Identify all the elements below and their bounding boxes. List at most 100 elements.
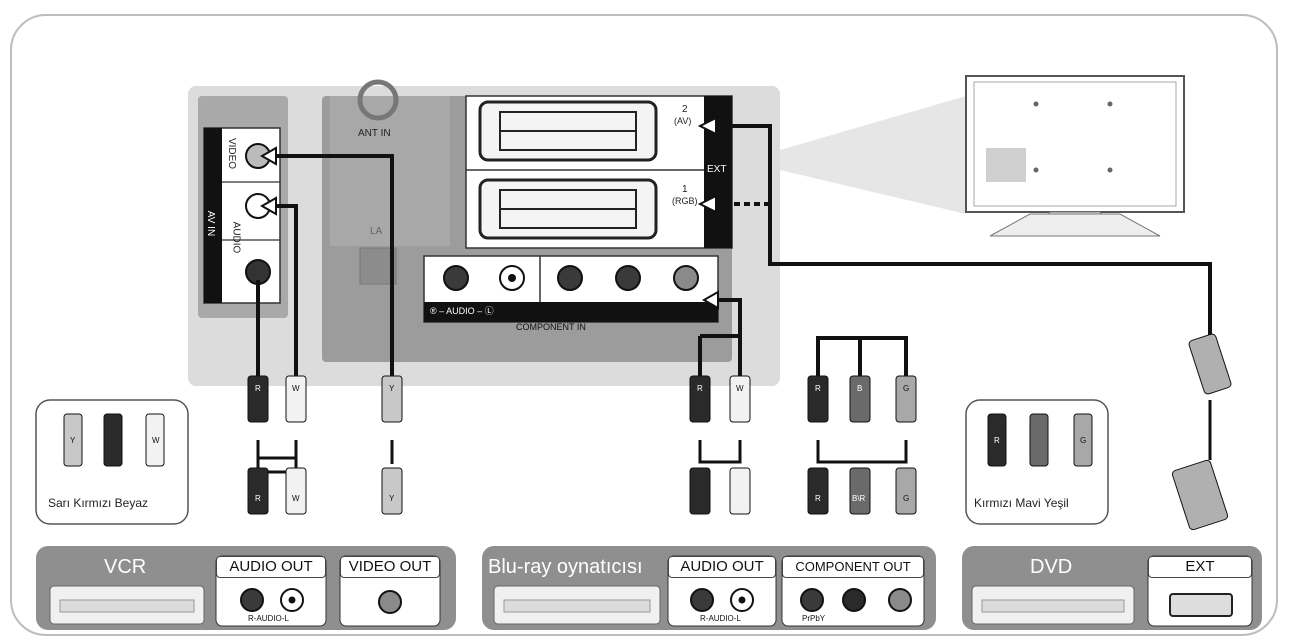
legend-plug-blue (1029, 413, 1049, 467)
legend-letter-g: G (1080, 436, 1087, 445)
bd-audio-l-core (738, 596, 746, 604)
tv-screw-4 (1107, 167, 1113, 173)
scart-plug-upper (1188, 333, 1232, 395)
cable-vcr-mid (256, 440, 298, 460)
tv-inner (973, 81, 1177, 207)
comp-pb-port (615, 265, 641, 291)
legend-right-text: Kırmızı Mavi Yeşil (974, 496, 1069, 510)
cable-bd-comp-mid (816, 440, 908, 464)
cable-scart (714, 124, 1212, 336)
ant-in-port (357, 79, 399, 121)
lower-plugs (247, 459, 1229, 531)
arrow-scart-1 (697, 194, 717, 214)
cable-video (266, 154, 394, 382)
comp-audio-l-core (508, 274, 516, 282)
lan-label: LA (370, 226, 383, 237)
vcr-audio-r-out (240, 588, 264, 612)
plug-bd-g-lower (895, 467, 917, 515)
plug-bd-g-upper (895, 375, 917, 423)
plug-vcr-w-lower (285, 467, 307, 515)
bd-comp-sub: PrPbY (802, 614, 826, 623)
plug-vcr-r-lower (247, 467, 269, 515)
plug-bd-w-upper (729, 375, 751, 423)
bd-y-out (888, 588, 912, 612)
vcr-audio-l-core (288, 596, 296, 604)
legend-plug-y (63, 413, 83, 467)
tv-screw-3 (1033, 167, 1039, 173)
component-audio-label: ® – AUDIO – Ⓛ (430, 306, 494, 316)
plug-bd-r-lower (689, 467, 711, 515)
cable-bd-mid (698, 440, 742, 464)
bd-audio-r-out (690, 588, 714, 612)
bluray-device-body (503, 599, 651, 613)
ext2-num: 2 (682, 104, 688, 115)
plug-bd-b-lower (849, 467, 871, 515)
arrow-av-video (259, 146, 277, 166)
tv-label-patch (986, 148, 1026, 182)
plug-letter-g-1: G (903, 384, 910, 393)
plug-letter-g-2: G (903, 494, 910, 503)
plug-bd-r2-lower (807, 467, 829, 515)
bluray-title: Blu-ray oynatıcısı (488, 556, 643, 578)
ext-label: EXT (707, 164, 727, 175)
vcr-video-out (378, 590, 402, 614)
av-audio-label: AUDIO (230, 221, 242, 254)
plug-vcr-y-upper (381, 375, 403, 423)
vcr-video-out-title: VIDEO OUT (340, 556, 440, 578)
component-in-label: COMPONENT IN (516, 322, 586, 332)
plug-letter-r-4: R (255, 494, 261, 503)
dvd-device-body (981, 599, 1125, 613)
plug-letter-y-2: Y (389, 494, 395, 503)
comp-audio-r-port (443, 265, 469, 291)
av-in-label: AV IN (205, 210, 217, 237)
dvd-title: DVD (1030, 556, 1073, 578)
tv-zoom-wedge (780, 96, 966, 214)
vcr-audio-sub: R-AUDIO-L (248, 614, 289, 623)
dvd-ext-title: EXT (1148, 556, 1252, 578)
plug-bd-w-lower (729, 467, 751, 515)
plug-bd-r2-upper (807, 375, 829, 423)
plug-letter-b-1: B (857, 384, 863, 393)
arrow-scart-2 (697, 116, 717, 136)
legend-plug-red (987, 413, 1007, 467)
ext1-num: 1 (682, 184, 688, 195)
legend-plug-green (1073, 413, 1093, 467)
legend-letter-r: R (994, 436, 1000, 445)
comp-y-port (673, 265, 699, 291)
av-video-label: VIDEO (226, 137, 238, 170)
tv-stand-base (989, 213, 1161, 237)
plug-letter-w-2: W (736, 384, 744, 393)
component-label-bar (424, 302, 718, 322)
tv-screw-1 (1033, 101, 1039, 107)
ant-in-label: ANT IN (358, 128, 391, 139)
plug-bd-b-upper (849, 375, 871, 423)
ext1-name: (RGB) (672, 196, 698, 206)
tv-screen (965, 75, 1185, 213)
cable-vcr-low (256, 458, 298, 474)
plug-vcr-r-upper (247, 375, 269, 423)
arrow-comp (701, 290, 719, 310)
upper-plugs (247, 333, 1232, 423)
plug-letter-br: B\R (852, 494, 866, 503)
plug-letter-r-3: R (815, 384, 821, 393)
tv-screw-2 (1107, 101, 1113, 107)
cable-component (700, 298, 742, 338)
diagram-frame (10, 14, 1278, 636)
av-in-bar (204, 128, 222, 303)
legend-plug-w (145, 413, 165, 467)
comp-pr-port (557, 265, 583, 291)
cables (256, 124, 1212, 474)
plug-vcr-y-lower (381, 467, 403, 515)
dvd-scart-port (1169, 593, 1233, 617)
vcr-audio-out-title: AUDIO OUT (216, 556, 326, 578)
plug-letter-r-5: R (815, 494, 821, 503)
plug-vcr-w-upper (285, 375, 307, 423)
plug-letter-w-3: W (292, 494, 300, 503)
bd-audio-out-title: AUDIO OUT (668, 556, 776, 578)
plug-bd-r-upper (689, 375, 711, 423)
legend-plug-r (103, 413, 123, 467)
ext2-name: (AV) (674, 116, 692, 126)
plug-letter-r-2: R (697, 384, 703, 393)
scart-plug-lower (1171, 459, 1229, 531)
